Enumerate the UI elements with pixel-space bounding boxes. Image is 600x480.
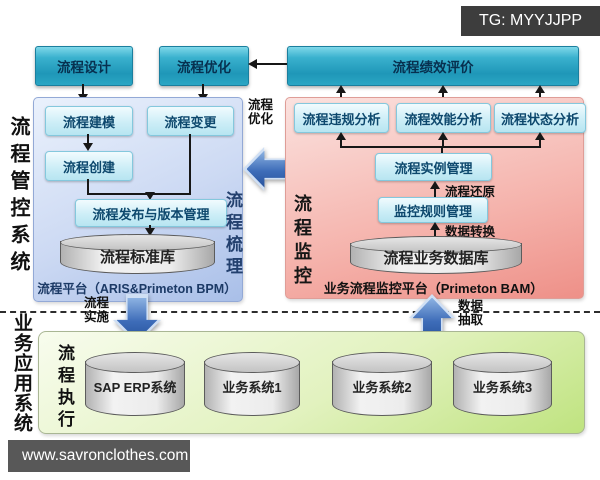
cylinder-top [332,352,432,373]
node-violation-analysis: 流程违规分析 [294,103,389,133]
db-business-system-3-label: 业务系统3 [472,379,533,395]
label-flow-implement: 流程实施 [84,296,110,324]
arrow-up-icon [336,85,346,93]
arrow-up-icon [430,181,440,189]
arrow-line [87,179,89,195]
arrow-down-icon [145,192,155,200]
arrow-up-icon [535,132,545,140]
arrow-down-icon [145,228,155,236]
arrow-line [539,139,541,147]
node-process-modeling: 流程建模 [45,106,133,136]
cylinder-top [204,352,300,373]
label-process-management-system: 流程管控系统 [7,116,29,278]
node-instance-management: 流程实例管理 [375,153,492,181]
cylinder-top [453,352,552,373]
node-status-analysis-label: 流程状态分析 [500,111,579,127]
arrow-up-icon [336,132,346,140]
arrow-up-icon [535,85,545,93]
cylinder-top [350,236,522,253]
cylinder-top [85,352,185,373]
node-process-change-label: 流程变更 [164,114,217,130]
node-process-optimization-label: 流程优化 [177,60,231,75]
dashed-separator [0,311,600,313]
watermark-url: www.savronclothes.com [22,447,189,464]
tg-badge: TG: MYYJJPP [461,6,600,36]
node-monitoring-rules-management: 监控规则管理 [378,197,488,223]
caption-process-platform: 流程平台（ARIS&Primeton BPM） [37,282,237,296]
arrow-line [149,225,151,229]
arrow-line [442,139,444,147]
db-business-system-1: 业务系统1 [204,352,300,416]
node-process-performance-evaluation-label: 流程绩效评价 [392,60,474,75]
label-process-combing: 流程梳理 [223,191,242,279]
db-process-standard-library-label: 流程标准库 [99,249,175,267]
arrow-line [87,193,191,195]
node-process-modeling-label: 流程建模 [62,114,115,130]
arrow-line [434,188,436,197]
arrow-line [87,134,89,144]
node-process-change: 流程变更 [147,106,234,136]
db-process-standard-library: 流程标准库 [60,234,215,274]
arrow-up-icon [430,222,440,230]
arrow-line [434,229,436,236]
label-flow-extract: 数据抽取 [458,299,484,327]
arrow-down-icon [83,143,93,151]
watermark-bar: www.savronclothes.com [8,440,190,472]
arrow-line [257,63,287,65]
node-process-optimization: 流程优化 [159,46,249,86]
node-process-design: 流程设计 [35,46,133,86]
block-arrow-fill [246,150,286,188]
db-business-system-1-label: 业务系统1 [222,379,282,395]
block-arrow-left-icon [243,147,289,191]
node-instance-management-label: 流程实例管理 [394,160,473,176]
node-efficiency-analysis-label: 流程效能分析 [404,111,483,127]
label-process-execution: 流程执行 [55,344,74,432]
node-process-publish-version-management: 流程发布与版本管理 [75,199,227,227]
arrow-line [441,146,443,153]
db-process-business-database: 流程业务数据库 [350,236,522,274]
db-sap-erp-system: SAP ERP系统 [85,352,185,416]
db-business-system-2-label: 业务系统2 [352,379,412,395]
arrow-up-icon [438,85,448,93]
node-status-analysis: 流程状态分析 [494,103,586,133]
node-process-creation: 流程创建 [45,151,133,181]
db-business-system-3: 业务系统3 [453,352,552,416]
node-efficiency-analysis: 流程效能分析 [396,103,491,133]
node-violation-analysis-label: 流程违规分析 [302,111,381,127]
label-business-application-system: 业务应用系统 [11,313,32,433]
node-monitoring-rules-label: 监控规则管理 [393,203,472,219]
node-process-creation-label: 流程创建 [62,159,115,175]
label-process-monitoring: 流程监控 [292,194,312,290]
arrow-line [340,146,541,148]
label-flow-optimize: 流程优化 [248,98,274,126]
db-process-business-database-label: 流程业务数据库 [383,250,489,268]
node-process-performance-evaluation: 流程绩效评价 [287,46,579,86]
arrow-up-icon [438,132,448,140]
node-process-publish-label: 流程发布与版本管理 [92,206,210,222]
arrow-line [202,84,204,95]
node-process-design-label: 流程设计 [57,60,111,75]
tg-badge-text: TG: MYYJJPP [478,12,583,29]
caption-monitoring-platform: 业务流程监控平台（Primeton BAM） [323,281,544,296]
arrow-left-icon [248,59,257,69]
db-business-system-2: 业务系统2 [332,352,432,416]
cylinder-top [60,234,215,251]
arrow-line [340,139,342,147]
arrow-line [82,84,84,95]
label-process-restore: 流程还原 [445,185,496,199]
db-sap-erp-system-label: SAP ERP系统 [93,379,177,395]
arrow-line [189,134,191,195]
